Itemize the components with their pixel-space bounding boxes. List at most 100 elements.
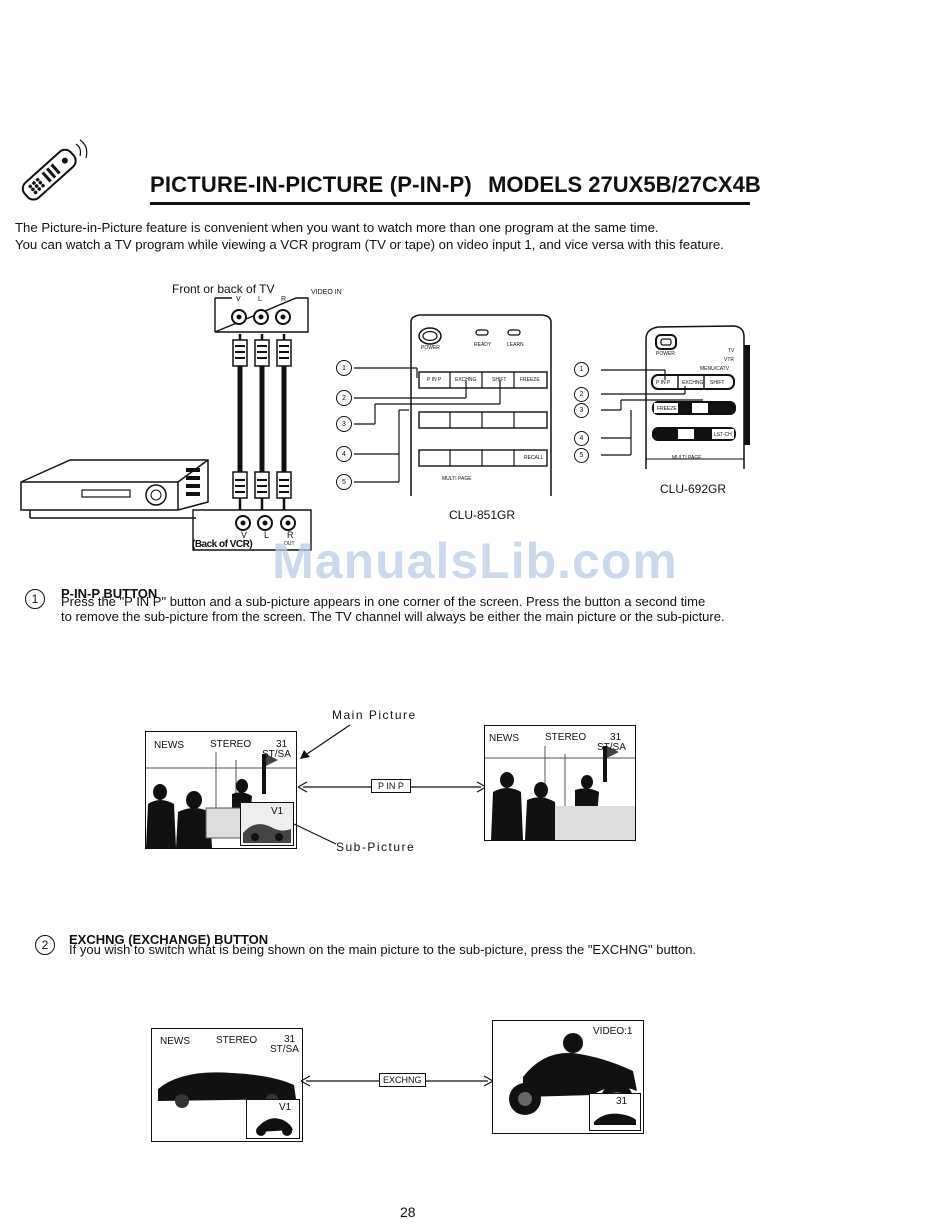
d1-left-channel: 31 (276, 739, 288, 750)
d2-left-subpicture: V1 (246, 1099, 300, 1139)
intro-line-2: You can watch a TV program while viewing… (15, 237, 724, 252)
d2-right-video: VIDEO:1 (593, 1026, 633, 1037)
main-picture-label: Main Picture (332, 708, 417, 722)
d1-left-sub-label: V1 (271, 806, 284, 817)
title-rule (150, 202, 750, 205)
tv-jack-v: V (236, 296, 241, 303)
d2-left-channel: 31 (284, 1034, 296, 1045)
r692-vtr-label: VTR (724, 357, 734, 363)
section1-title: P-IN-P BUTTON (61, 586, 158, 601)
front-back-label: Front or back of TV (172, 282, 275, 296)
title-models: MODELS 27UX5B/27CX4B (488, 172, 761, 197)
r692-callout-1: 1 (574, 362, 589, 377)
r851-ready-label: READY (474, 342, 492, 348)
r692-callout-2: 2 (574, 387, 589, 402)
video-in-label: VIDEO IN (311, 289, 342, 296)
r851-callout-1: 1 (336, 360, 352, 376)
r692-shift-button[interactable]: SHIFT (710, 380, 725, 386)
r692-power-label: POWER (656, 351, 675, 357)
d1-right-stsa: ST/SA (597, 742, 626, 753)
vcr-jack-v: V (241, 530, 248, 540)
watermark: ManualsLib.com (272, 533, 678, 589)
r851-shift-button[interactable]: SHIFT (492, 377, 507, 383)
d1-left-subpicture: V1 (240, 802, 294, 846)
d1-right-channel: 31 (610, 732, 622, 743)
section2-title: EXCHNG (EXCHANGE) BUTTON (69, 932, 269, 947)
d2-left-sub-bike (256, 1118, 293, 1136)
sub-picture-label: Sub-Picture (336, 840, 416, 854)
r692-menu-catv-label: MENU/CATV (700, 366, 730, 372)
r851-callout-3: 3 (336, 416, 352, 432)
r692-multi-page-label: MULTI PAGE (672, 455, 702, 461)
section2-number: 2 (35, 935, 55, 955)
tv-jack-r: R (281, 296, 287, 303)
d2-left-stereo: STEREO (216, 1035, 258, 1046)
d2-exchng-button[interactable]: EXCHNG (379, 1073, 426, 1087)
d1-right-scene (485, 746, 635, 840)
d1-left-tv: NEWS STEREO 31 ST/SA V1 (145, 731, 297, 849)
remote-control-icon (21, 139, 88, 201)
remote-692-body (645, 325, 750, 469)
section1-body: Press the "P IN P" button and a sub-pict… (61, 594, 781, 624)
d1-left-stereo: STEREO (210, 739, 252, 750)
intro-paragraph: The Picture-in-Picture feature is conven… (15, 219, 775, 253)
d2-left-tv: NEWS STEREO 31 ST/SA V1 (151, 1028, 303, 1142)
section1-line-2: to remove the sub-picture from the scree… (61, 609, 725, 624)
r692-model-name: CLU-692GR (660, 482, 727, 496)
d2-right-tv: VIDEO:1 31 (492, 1020, 644, 1134)
section1-number: 1 (25, 589, 45, 609)
tv-jack-l: L (258, 296, 262, 303)
r851-recall-button[interactable]: RECALL (524, 455, 544, 461)
r692-callout-3: 3 (574, 403, 589, 418)
d1-left-sub-scene (243, 824, 291, 843)
d2-left-stsa: ST/SA (270, 1044, 299, 1055)
remote-851-body (410, 314, 552, 496)
section2-line-1: If you wish to switch what is being show… (69, 942, 697, 957)
r851-multi-page-label: MULTI PAGE (442, 476, 472, 482)
vcr-jack-panel (192, 509, 312, 551)
r851-callout-5: 5 (336, 474, 352, 490)
r692-callout-4: 4 (574, 431, 589, 446)
r692-freeze-button[interactable]: FREEZE (657, 406, 677, 412)
r851-freeze-button[interactable]: FREEZE (520, 377, 540, 383)
back-of-vcr-label: (Back of VCR) (192, 539, 253, 550)
d1-left-scene (146, 752, 296, 848)
d2-right-motorcycle (509, 1033, 637, 1115)
r851-model-name: CLU-851GR (449, 508, 516, 522)
vcr-jack-l: L (264, 530, 270, 540)
d1-right-news: NEWS (489, 733, 519, 744)
d2-right-subpicture: 31 (589, 1093, 641, 1131)
d1-right-stereo: STEREO (545, 732, 587, 743)
d1-left-stsa: ST/SA (262, 749, 291, 760)
vcr-out-label: OUT (284, 541, 295, 547)
r851-callout-4: 4 (336, 446, 352, 462)
d1-right-tv: NEWS STEREO 31 ST/SA (484, 725, 636, 841)
sub-picture-pointer (293, 823, 337, 845)
r692-exchng-button[interactable]: EXCHNG (682, 380, 704, 386)
tv-jack-panel (214, 297, 309, 333)
r692-callout-5: 5 (574, 448, 589, 463)
title-feature: PICTURE-IN-PICTURE (P-IN-P) (150, 172, 472, 197)
page-title: PICTURE-IN-PICTURE (P-IN-P) MODELS 27UX5… (150, 172, 761, 198)
page-number: 28 (400, 1204, 416, 1220)
r851-pinp-button[interactable]: P IN P (427, 377, 442, 383)
d1-left-news: NEWS (154, 740, 184, 751)
d2-right-sub-car (594, 1113, 636, 1125)
vcr-jack-r: R (287, 530, 294, 540)
r851-learn-label: LEARN (507, 342, 524, 348)
section1-line-1: Press the "P IN P" button and a sub-pict… (61, 594, 706, 609)
r851-power-label: POWER (421, 345, 440, 351)
main-picture-pointer (300, 724, 351, 759)
intro-line-1: The Picture-in-Picture feature is conven… (15, 220, 659, 235)
r692-pinp-button[interactable]: P IN P (656, 380, 671, 386)
vcr-unit (20, 459, 209, 519)
r692-lstch-button[interactable]: LST-CH (714, 432, 732, 438)
r692-callout-lines (601, 369, 703, 456)
d2-left-news: NEWS (160, 1036, 190, 1047)
d2-right-sub-channel: 31 (616, 1096, 628, 1107)
r851-callout-2: 2 (336, 390, 352, 406)
av-cables (232, 334, 292, 510)
r851-callout-lines (354, 367, 501, 483)
r692-tv-label: TV (728, 348, 735, 354)
d1-pinp-button[interactable]: P IN P (371, 779, 411, 793)
